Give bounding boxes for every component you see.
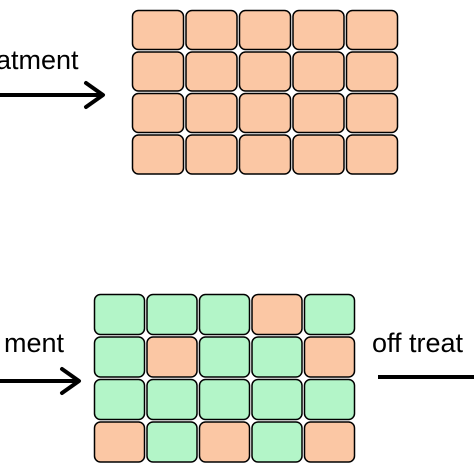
cell-green (198, 293, 251, 336)
cell-peach (303, 421, 356, 463)
cell-green (146, 293, 198, 336)
cell-peach (185, 134, 238, 175)
cell-grid-top (131, 9, 399, 175)
cell-green (146, 421, 198, 463)
cell-green (303, 378, 356, 421)
cell-green (303, 293, 356, 336)
cell-peach (238, 134, 292, 175)
cell-green (251, 378, 303, 421)
cell-peach (292, 9, 345, 51)
cell-green (198, 336, 251, 378)
arrow-right-top (0, 81, 105, 109)
label-treatment-top: atment (0, 45, 79, 75)
cell-peach (131, 9, 185, 51)
cell-peach (345, 9, 399, 51)
cell-peach (185, 9, 238, 51)
cell-peach (131, 51, 185, 92)
cell-peach (292, 92, 345, 134)
cell-peach (93, 421, 146, 463)
arrow-right-bottom (0, 367, 81, 395)
cell-green (146, 378, 198, 421)
cell-peach (131, 134, 185, 175)
cell-peach (185, 92, 238, 134)
cell-peach (292, 134, 345, 175)
cell-peach (292, 51, 345, 92)
cell-green (93, 378, 146, 421)
cell-green (93, 336, 146, 378)
cell-peach (345, 51, 399, 92)
cell-peach (185, 51, 238, 92)
cell-green (251, 336, 303, 378)
label-treatment-bottom: ment (4, 328, 65, 358)
cell-peach (238, 9, 292, 51)
cell-green (93, 293, 146, 336)
line-off-treatment (378, 375, 474, 379)
cell-peach (345, 134, 399, 175)
cell-peach (198, 421, 251, 463)
cell-peach (131, 92, 185, 134)
cell-peach (238, 92, 292, 134)
cell-peach (251, 293, 303, 336)
cell-grid-bottom (93, 293, 356, 463)
label-off-treatment: off treat (372, 328, 464, 358)
cell-green (198, 378, 251, 421)
cell-peach (303, 336, 356, 378)
cell-green (251, 421, 303, 463)
cell-peach (238, 51, 292, 92)
cell-peach (345, 92, 399, 134)
cell-peach (146, 336, 198, 378)
